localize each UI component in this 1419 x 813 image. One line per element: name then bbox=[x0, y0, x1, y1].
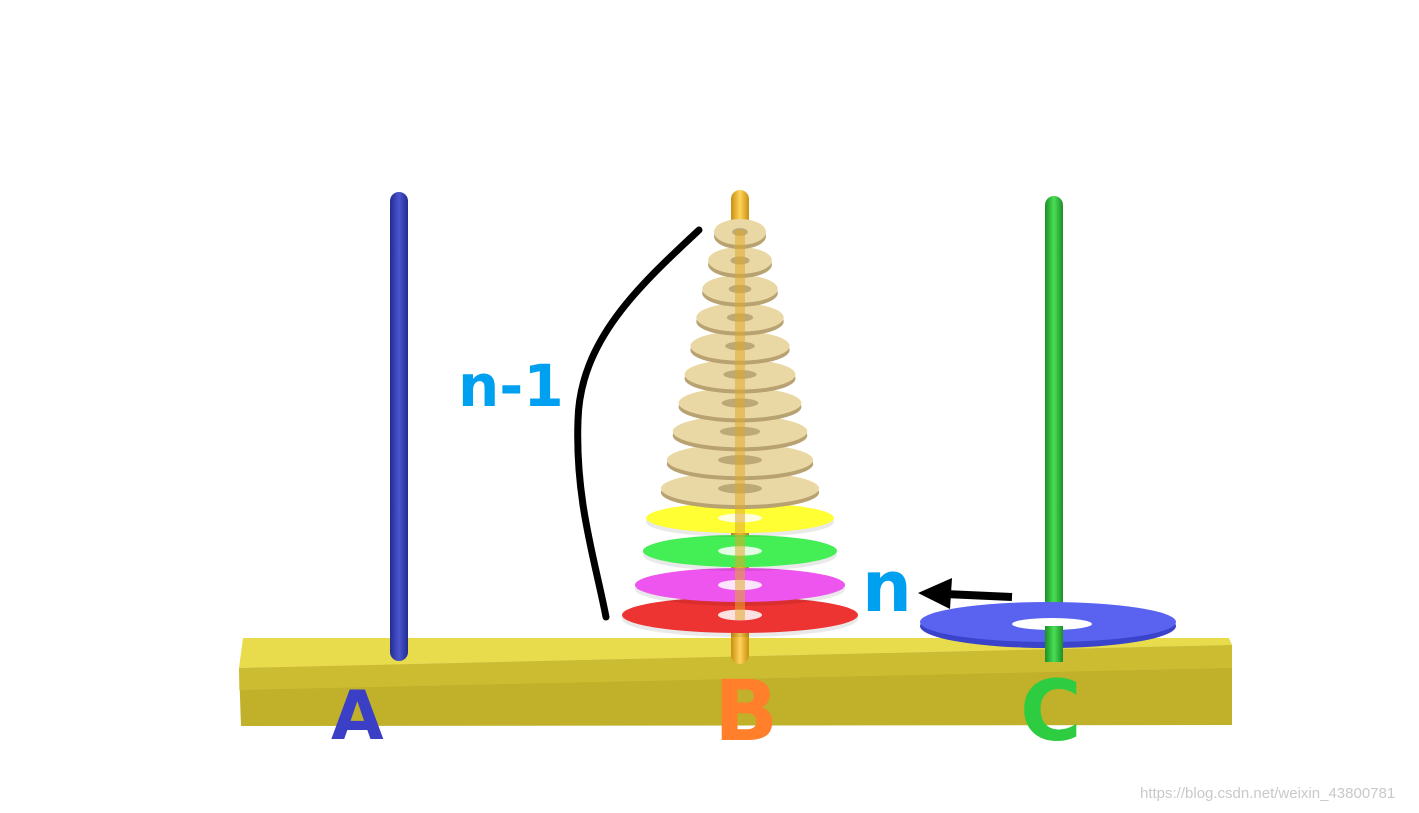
move-arrow bbox=[918, 578, 1013, 609]
partial-label: n bbox=[456, 612, 502, 622]
n-minus-1-label: n-1 bbox=[458, 352, 564, 420]
rod-a bbox=[390, 192, 408, 661]
disk-stack-b bbox=[622, 219, 858, 637]
peg-b-label: B bbox=[714, 662, 779, 760]
base-board bbox=[239, 638, 1232, 726]
disk-b-3 bbox=[702, 275, 778, 307]
rod-c bbox=[1045, 196, 1063, 662]
watermark: https://blog.csdn.net/weixin_43800781 bbox=[1140, 785, 1396, 802]
n-label: n bbox=[862, 546, 912, 628]
peg-a-label: A bbox=[331, 677, 384, 756]
peg-c-label: C bbox=[1020, 662, 1082, 760]
bracket-curve bbox=[574, 226, 703, 621]
rod-b-through-disks bbox=[735, 230, 745, 620]
